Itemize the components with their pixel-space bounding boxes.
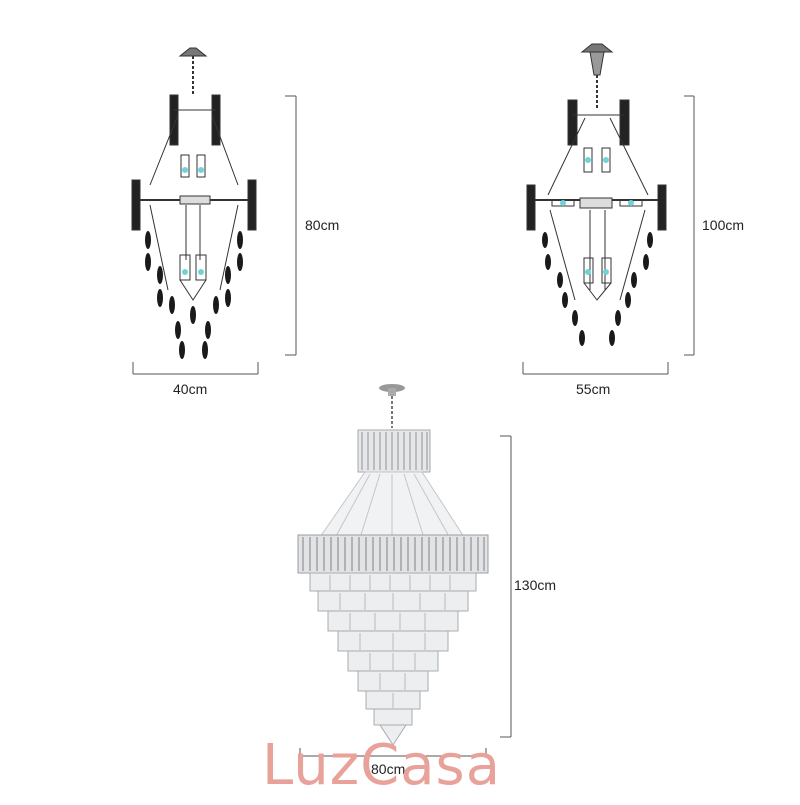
crystal-drops [145,231,243,359]
side-panel-left [131,179,141,231]
top-ring-rods [361,432,428,470]
luzcasa-logo: LuzCasa [262,733,502,798]
bulb [198,167,204,173]
bulb [603,157,609,163]
candle-light [180,154,190,178]
candle-light [196,154,206,178]
small-height-label: 80cm [305,217,340,233]
bulb [182,269,188,275]
canopy [580,43,614,53]
small-width-label: 40cm [173,381,208,397]
medium-chandelier-drawing [526,43,667,346]
medium-dimension-lines [522,95,695,375]
bulb [198,269,204,275]
crystal-drops [542,232,653,346]
large-height-label: 130cm [514,577,557,593]
small-chandelier-drawing [131,47,257,359]
candle-light [179,254,191,281]
bulb [182,167,188,173]
large-width-label: 80cm [371,761,406,777]
candle-light [195,254,207,281]
large-dimension-lines [299,435,512,758]
bulb [585,269,591,275]
side-panel-right [657,184,667,231]
main-ring [297,534,489,574]
candle-light [601,257,612,284]
bulb [560,200,566,206]
large-chandelier-drawing [297,384,489,746]
candle-light [583,147,593,173]
side-panel-left [526,184,536,231]
upper-panel-left [169,94,179,146]
side-panel-right [247,179,257,231]
upper-panel-right [211,94,221,146]
bulb [585,157,591,163]
canopy [178,47,208,57]
top-ring [357,429,431,473]
bulb [628,200,634,206]
main-ring-rods [302,537,485,571]
medium-width-label: 55cm [576,381,611,397]
upper-panel-right [619,99,630,146]
bulb [603,269,609,275]
candle-light [601,147,611,173]
candle-light [583,257,594,284]
small-dimension-lines [132,95,297,375]
medium-height-label: 100cm [702,217,745,233]
